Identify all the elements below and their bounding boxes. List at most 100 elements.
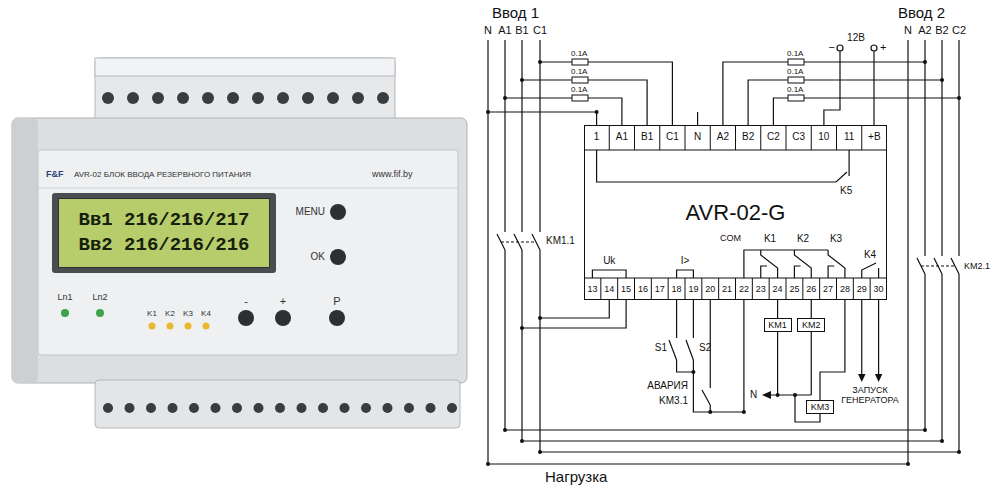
terminal-screw	[125, 403, 135, 413]
terminal-screw	[352, 92, 364, 104]
junction-dot	[538, 450, 542, 454]
fuse-symbol	[788, 95, 804, 101]
wire	[773, 98, 959, 125]
status-led	[167, 323, 174, 330]
fuse-symbol	[572, 59, 588, 65]
input-label: Uk	[603, 256, 615, 266]
led-label: K1	[147, 310, 157, 318]
fuse-rating: 0.1A	[571, 50, 587, 58]
junction-dot	[595, 110, 599, 114]
junction-dot	[923, 428, 927, 432]
push-button	[275, 310, 291, 326]
wire-connector	[777, 300, 778, 318]
wire	[677, 270, 694, 278]
terminal-number: 25	[789, 285, 799, 294]
device-housing	[12, 118, 467, 383]
status-led	[96, 309, 104, 317]
contact-label: KM2.1	[964, 262, 990, 271]
terminal-screw	[318, 403, 328, 413]
terminal-number: 24	[773, 285, 783, 294]
supply-terminal	[837, 45, 877, 51]
terminal-screw	[383, 403, 393, 413]
junction-dot	[520, 78, 524, 82]
wire	[501, 241, 536, 242]
fuse-symbol	[788, 59, 804, 65]
fuse-rating: 0.1A	[787, 86, 803, 94]
controller-module: AVR-02-G	[584, 125, 887, 300]
brand-logo: F&F	[46, 170, 64, 179]
neutral-label: N	[750, 390, 757, 400]
wire	[862, 263, 879, 278]
led-label: K3	[183, 310, 193, 318]
terminal-screw	[447, 403, 457, 413]
wire	[488, 430, 959, 464]
terminal-screw	[327, 92, 339, 104]
terminal-screw	[227, 92, 239, 104]
terminal-number: B1	[641, 132, 653, 142]
relay-name: K4	[864, 250, 876, 260]
terminal-number: 20	[705, 285, 715, 294]
terminal-screw	[202, 92, 214, 104]
wire	[532, 40, 540, 452]
fuse-symbol	[572, 77, 588, 83]
wire	[597, 150, 850, 182]
contactor-coil: KM1	[764, 318, 792, 332]
phase-name: N	[484, 25, 492, 36]
terminal-number: 30	[874, 285, 884, 294]
push-button	[329, 310, 345, 326]
fuse-rating: 0.1A	[571, 86, 587, 94]
terminal-number: 11	[844, 132, 854, 142]
terminal-screw	[252, 92, 264, 104]
fuse-rating: 0.1A	[787, 50, 803, 58]
led-label: K4	[201, 310, 211, 318]
terminal-number: N	[694, 132, 701, 142]
button-label: +	[280, 296, 286, 307]
terminal-number: 1	[594, 132, 600, 142]
relay-contact-label: K5	[840, 186, 852, 196]
button-label: OK	[311, 252, 325, 262]
wire	[794, 250, 811, 278]
terminal-screw	[377, 92, 389, 104]
device-housing	[95, 58, 395, 76]
button-label: MENU	[296, 207, 325, 217]
status-led	[185, 323, 192, 330]
terminal-screw	[152, 92, 164, 104]
input-label: I>	[681, 256, 690, 266]
junction-dot	[793, 393, 797, 397]
arrowhead	[858, 374, 866, 382]
junction-dot	[486, 110, 490, 114]
terminal-screw	[189, 403, 199, 413]
terminal-number: 14	[604, 285, 614, 294]
led-label: Ln2	[92, 293, 107, 302]
wire	[487, 40, 488, 464]
wire	[934, 40, 942, 441]
arrowhead	[762, 391, 771, 399]
arrowhead	[875, 374, 882, 382]
terminal-number: 13	[587, 285, 597, 294]
supply-voltage: 12В	[847, 33, 865, 43]
terminal-screw	[361, 403, 371, 413]
terminal-cells	[584, 125, 887, 300]
fuse-symbol	[572, 59, 804, 101]
button-label: -	[244, 296, 248, 307]
phase-name: B1	[515, 25, 528, 36]
wire	[540, 300, 609, 318]
terminal-number: 26	[806, 285, 816, 294]
phase-name: A1	[498, 25, 511, 36]
wire	[873, 51, 874, 125]
junction-dot	[538, 316, 542, 320]
push-button	[238, 310, 254, 326]
junction-dot	[538, 60, 542, 64]
terminal-number: C1	[666, 132, 679, 142]
terminal-number: 10	[818, 132, 829, 142]
phase-name: A2	[918, 25, 931, 36]
terminal-screw	[302, 92, 314, 104]
wire	[743, 300, 744, 412]
led-label: K2	[165, 310, 175, 318]
terminal-screw	[211, 403, 221, 413]
junction-dot	[940, 439, 944, 443]
wire	[522, 80, 647, 125]
load-title: Нагрузка	[545, 469, 607, 484]
terminal-screw	[404, 403, 414, 413]
led-label: Ln1	[57, 293, 72, 302]
